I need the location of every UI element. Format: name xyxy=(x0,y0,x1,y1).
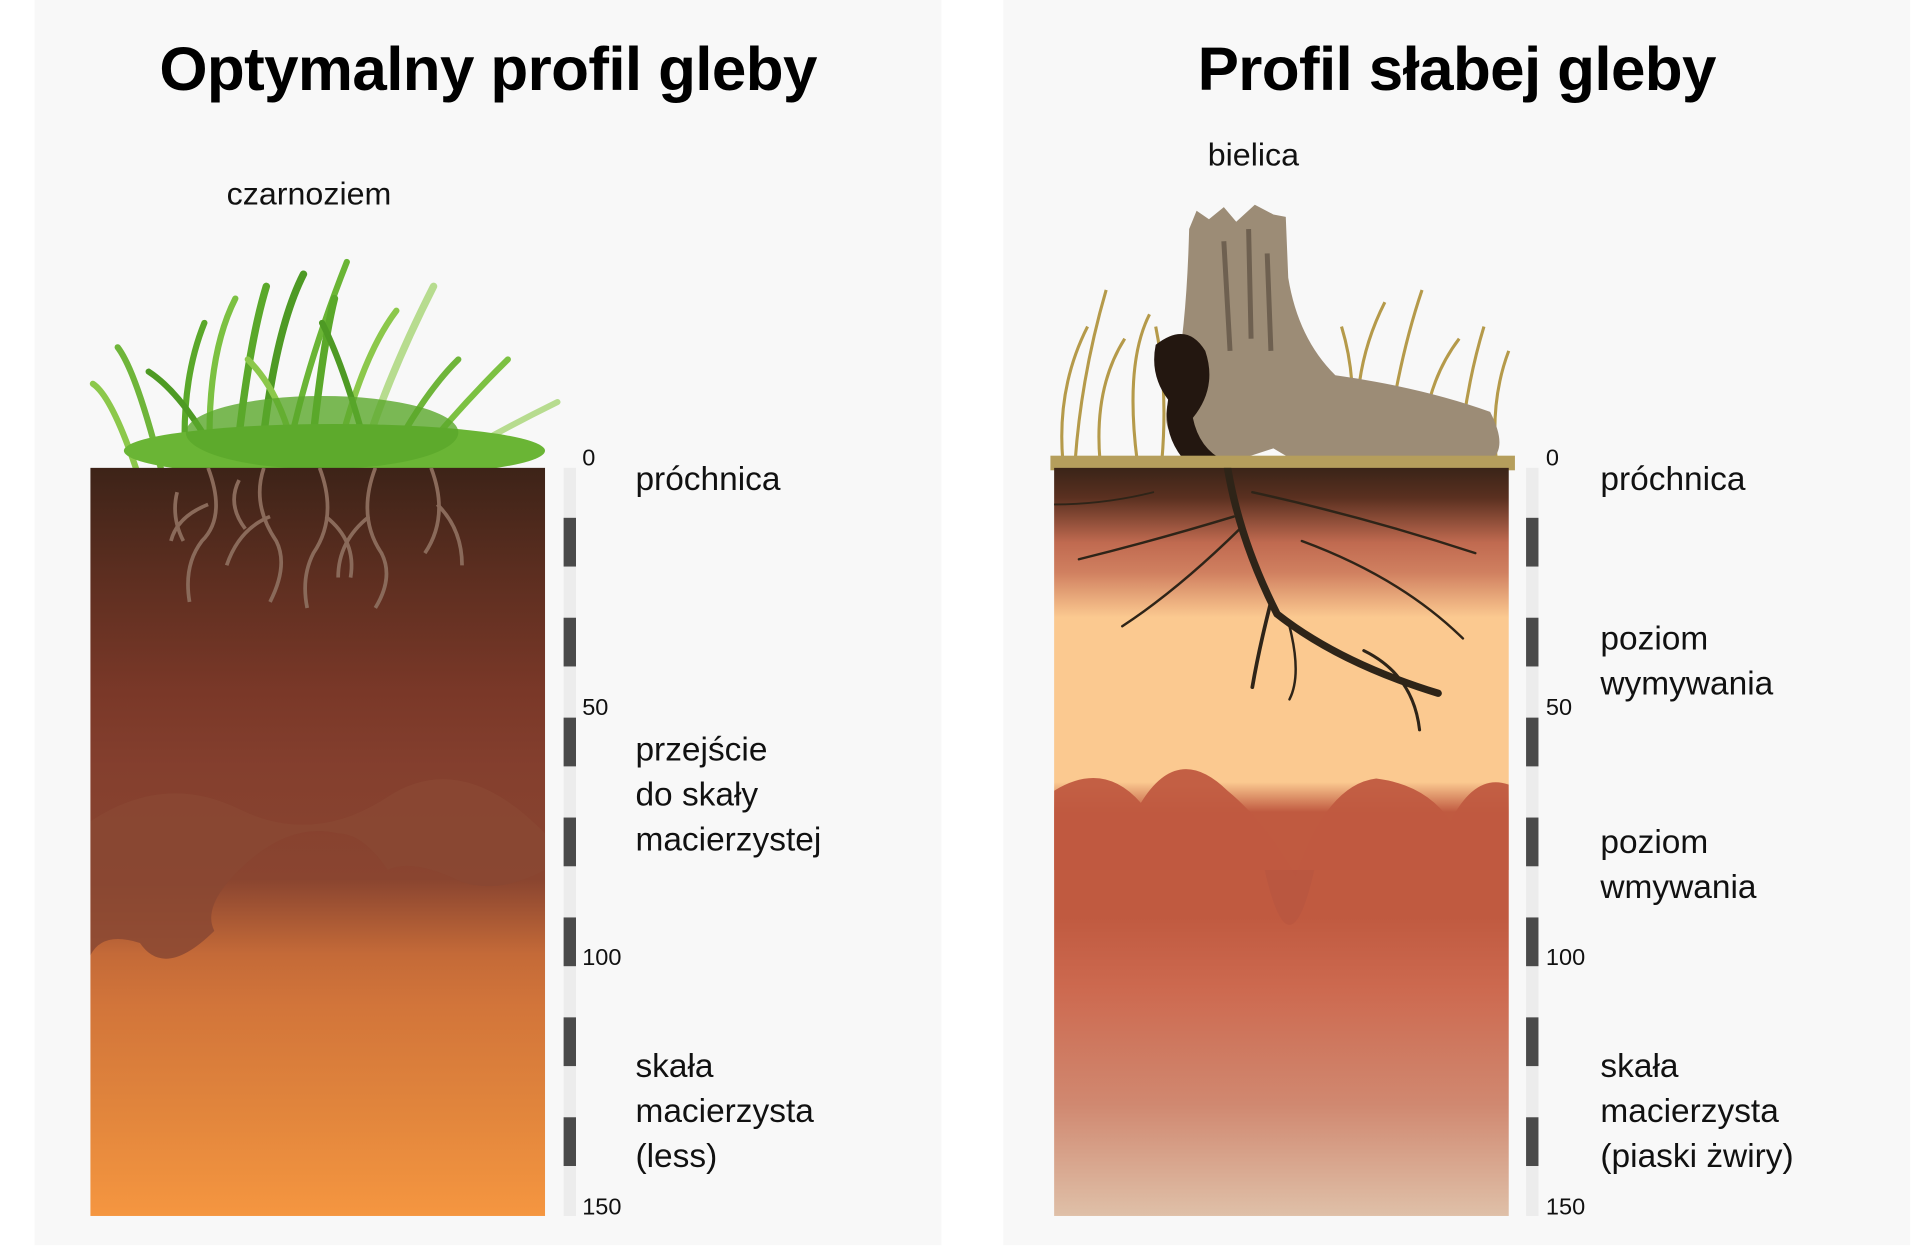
tick-label: 0 xyxy=(582,445,596,472)
horizon-line: (piaski żwiry) xyxy=(1600,1137,1794,1175)
left-soil-name: czarnoziem xyxy=(226,175,392,213)
horizon-label: skała macierzysta (piaski żwiry) xyxy=(1600,1044,1793,1179)
transition-layer xyxy=(90,779,546,959)
horizon-line: przejście xyxy=(635,731,768,768)
horizon-label: poziom wymywania xyxy=(1600,617,1773,707)
scale-dash xyxy=(1526,1017,1539,1067)
scale-dash xyxy=(563,1017,576,1067)
horizon-label: próchnica xyxy=(1600,457,1745,502)
horizon-line: poziom xyxy=(1600,823,1709,861)
horizon-label: skała macierzysta (less) xyxy=(635,1044,813,1179)
horizon-label: próchnica xyxy=(635,457,780,502)
tick-label: 100 xyxy=(582,945,622,972)
horizon-line: wymywania xyxy=(1600,665,1774,702)
horizon-line: skała xyxy=(635,1047,714,1085)
right-title: Profil słabej gleby xyxy=(1197,35,1717,104)
scale-dash xyxy=(1526,1117,1539,1167)
horizon-line: macierzysta xyxy=(635,1092,814,1130)
left-depth-scale xyxy=(563,467,576,1216)
scale-dash xyxy=(563,1117,576,1167)
horizon-line: poziom xyxy=(1600,620,1709,657)
scale-dash xyxy=(1526,817,1539,867)
grass-icon xyxy=(89,258,561,478)
right-soil-column xyxy=(1054,467,1509,1216)
horizon-line: macierzystej xyxy=(635,821,822,858)
tick-label: 0 xyxy=(1545,445,1560,472)
tree-roots-icon xyxy=(1054,467,1477,732)
roots-icon xyxy=(169,467,464,609)
scale-dash xyxy=(1526,717,1539,767)
tick-label: 50 xyxy=(1545,695,1573,722)
horizon-line: do skały xyxy=(635,776,759,813)
horizon-line: wmywania xyxy=(1600,868,1757,906)
horizon-line: skała xyxy=(1600,1047,1679,1085)
horizon-line: próchnica xyxy=(635,460,781,498)
scale-dash xyxy=(1526,517,1539,567)
tick-label: 100 xyxy=(1545,945,1586,972)
scale-dash xyxy=(1526,917,1539,967)
tick-label: 150 xyxy=(582,1195,622,1221)
scale-dash xyxy=(563,917,576,967)
scale-dash xyxy=(563,517,576,567)
tick-label: 150 xyxy=(1545,1195,1586,1221)
right-depth-scale xyxy=(1526,467,1539,1216)
scale-dash xyxy=(563,817,576,867)
scale-dash xyxy=(1526,617,1539,667)
horizon-line: macierzysta xyxy=(1600,1092,1779,1130)
right-soil-name: bielica xyxy=(1207,136,1300,174)
wavy-illuvial-boundary xyxy=(1054,769,1509,925)
scale-dash xyxy=(563,717,576,767)
tick-label: 50 xyxy=(582,695,609,722)
scale-dash xyxy=(563,617,576,667)
horizon-label: przejście do skały macierzystej xyxy=(635,727,821,862)
left-title: Optymalny profil gleby xyxy=(159,35,817,104)
left-soil-column xyxy=(90,467,546,1216)
horizon-line: (less) xyxy=(635,1137,718,1175)
horizon-line: próchnica xyxy=(1600,460,1746,498)
horizon-label: poziom wmywania xyxy=(1600,820,1756,910)
tree-stump-icon xyxy=(1050,204,1515,471)
